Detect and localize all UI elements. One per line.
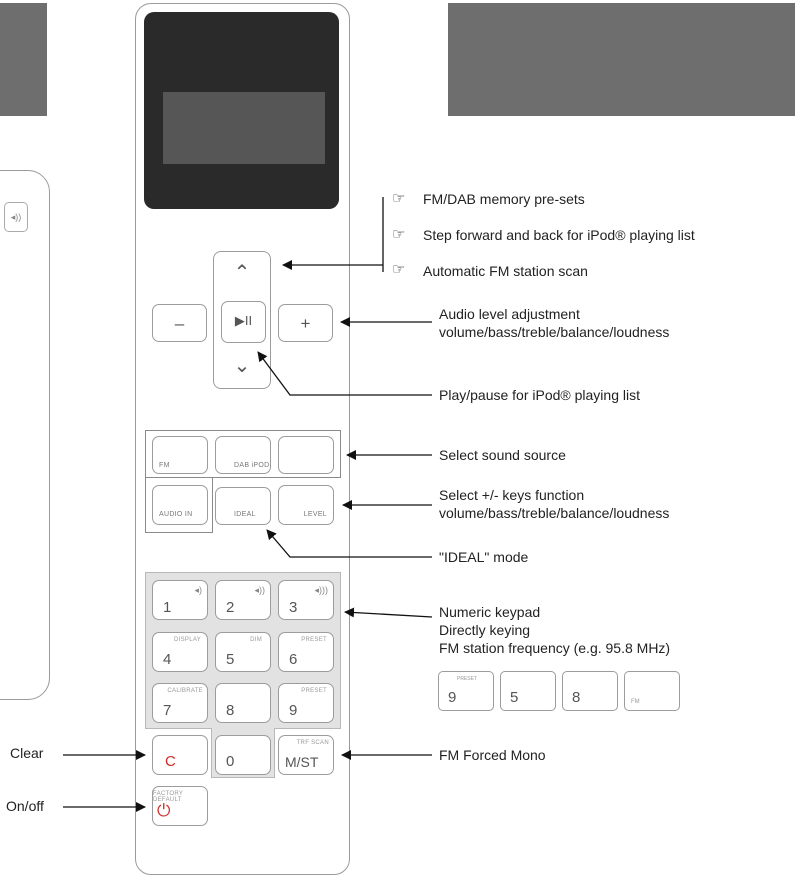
mono-stereo-button[interactable]: TRF SCAN M/ST bbox=[278, 735, 334, 775]
plus-icon: + bbox=[300, 314, 311, 333]
freq-key-5-digit: 5 bbox=[510, 689, 519, 706]
gray-block-right bbox=[448, 3, 795, 116]
chevron-up-icon: ⌃ bbox=[233, 262, 251, 284]
blank-source-button[interactable] bbox=[278, 436, 334, 474]
minus-button[interactable]: – bbox=[152, 304, 207, 342]
gray-block-left bbox=[0, 3, 47, 116]
key-3-digit: 3 bbox=[289, 599, 298, 616]
key-4-sub: DISPLAY bbox=[174, 637, 201, 643]
label-forced-mono: FM Forced Mono bbox=[439, 747, 546, 763]
audio-in-group bbox=[145, 477, 213, 533]
key-7-sub: CALIBRATE bbox=[167, 688, 203, 694]
key-6[interactable]: PRESET 6 bbox=[278, 632, 334, 672]
speaker-high-icon: ◂))) bbox=[314, 585, 328, 595]
label-on-off: On/off bbox=[6, 798, 44, 814]
key-9-sub: PRESET bbox=[301, 688, 327, 694]
key-9-digit: 9 bbox=[289, 702, 298, 719]
freq-example-key-9: PRESET 9 bbox=[438, 671, 494, 711]
power-icon: ⏻ bbox=[157, 801, 171, 820]
clear-key-label: C bbox=[165, 753, 176, 770]
hand-scan-icon: ☞ bbox=[392, 261, 406, 278]
label-select-keys-1: Select +/- keys function bbox=[439, 487, 585, 503]
down-button[interactable]: ⌄ bbox=[221, 355, 263, 385]
freq-key-8-digit: 8 bbox=[572, 689, 581, 706]
plus-button[interactable]: + bbox=[278, 304, 333, 342]
key-9[interactable]: PRESET 9 bbox=[278, 683, 334, 723]
key-0[interactable]: 0 bbox=[215, 735, 271, 775]
ideal-button[interactable]: IDEAL bbox=[215, 487, 271, 525]
key-2-digit: 2 bbox=[226, 599, 235, 616]
label-play-pause: Play/pause for iPod® playing list bbox=[439, 387, 640, 403]
freq-key-fm-label: FM bbox=[631, 699, 640, 705]
power-sub: FACTORY DEFAULT bbox=[153, 791, 184, 803]
hand-pointer-icon: ☞ bbox=[392, 190, 406, 207]
power-button[interactable]: FACTORY DEFAULT ⏻ bbox=[152, 786, 208, 826]
key-6-digit: 6 bbox=[289, 651, 298, 668]
label-select-keys-2: volume/bass/treble/balance/loudness bbox=[439, 505, 670, 521]
label-ideal-mode: "IDEAL" mode bbox=[439, 549, 529, 565]
remote-display-window bbox=[163, 92, 325, 164]
label-numeric-3: FM station frequency (e.g. 95.8 MHz) bbox=[439, 640, 671, 656]
side-device-speaker-icon: ◂)) bbox=[4, 202, 28, 232]
key-7[interactable]: CALIBRATE 7 bbox=[152, 683, 208, 723]
source-keys-group bbox=[145, 430, 341, 478]
key-5-digit: 5 bbox=[226, 651, 235, 668]
play-pause-button[interactable]: ▶II bbox=[221, 301, 266, 343]
key-5[interactable]: DIM 5 bbox=[215, 632, 271, 672]
nav-cluster-outline bbox=[213, 251, 271, 389]
mono-stereo-sub: TRF SCAN bbox=[296, 740, 329, 746]
key-0-digit: 0 bbox=[226, 753, 235, 770]
freq-example-key-5: 5 bbox=[500, 671, 556, 711]
dab-ipod-button[interactable]: DAB iPOD bbox=[215, 436, 271, 474]
freq-key-9-sub: PRESET bbox=[456, 676, 477, 682]
label-fm-dab-presets: FM/DAB memory pre-sets bbox=[423, 191, 585, 207]
up-button[interactable]: ⌃ bbox=[221, 255, 263, 285]
key-4[interactable]: DISPLAY 4 bbox=[152, 632, 208, 672]
dab-ipod-label: DAB iPOD bbox=[234, 462, 270, 469]
key-6-sub: PRESET bbox=[301, 637, 327, 643]
chevron-down-icon: ⌄ bbox=[233, 355, 251, 377]
label-audio-level-1: Audio level adjustment bbox=[439, 306, 580, 322]
label-numeric-2: Directly keying bbox=[439, 622, 531, 638]
key-1[interactable]: ◂) 1 bbox=[152, 580, 208, 620]
play-pause-arrow bbox=[257, 351, 432, 396]
speaker-mid-icon: ◂)) bbox=[254, 585, 265, 595]
key-8-digit: 8 bbox=[226, 702, 235, 719]
audio-in-button[interactable]: AUDIO IN bbox=[152, 485, 208, 525]
mono-stereo-label: M/ST bbox=[285, 754, 319, 770]
ideal-label: IDEAL bbox=[234, 511, 256, 518]
label-numeric-1: Numeric keypad bbox=[439, 604, 541, 620]
play-pause-icon: ▶II bbox=[234, 313, 253, 328]
level-button[interactable]: LEVEL bbox=[278, 485, 334, 525]
ideal-arrow bbox=[266, 529, 432, 558]
label-auto-scan: Automatic FM station scan bbox=[423, 263, 588, 279]
audio-in-label: AUDIO IN bbox=[159, 511, 193, 518]
level-label: LEVEL bbox=[303, 511, 327, 518]
freq-example-key-8: 8 bbox=[562, 671, 618, 711]
key-8[interactable]: 8 bbox=[215, 683, 271, 723]
key-2[interactable]: ◂)) 2 bbox=[215, 580, 271, 620]
key-5-sub: DIM bbox=[250, 637, 262, 643]
speaker-low-icon: ◂) bbox=[194, 585, 202, 595]
label-clear: Clear bbox=[10, 745, 44, 761]
hand-pointer-icon: ☞ bbox=[392, 226, 406, 243]
key-1-digit: 1 bbox=[163, 599, 172, 616]
label-select-source: Select sound source bbox=[439, 447, 566, 463]
clear-button[interactable]: C bbox=[152, 735, 208, 775]
key-4-digit: 4 bbox=[163, 651, 172, 668]
fm-label: FM bbox=[159, 462, 170, 469]
key-7-digit: 7 bbox=[163, 702, 172, 719]
label-audio-level-2: volume/bass/treble/balance/loudness bbox=[439, 324, 670, 340]
label-step-ipod: Step forward and back for iPod® playing … bbox=[423, 227, 695, 243]
fm-button[interactable]: FM bbox=[152, 436, 208, 474]
freq-key-9-digit: 9 bbox=[448, 689, 457, 706]
key-3[interactable]: ◂))) 3 bbox=[278, 580, 334, 620]
side-device-outline bbox=[0, 170, 50, 700]
freq-example-key-fm: FM bbox=[624, 671, 680, 711]
minus-icon: – bbox=[174, 314, 185, 333]
numeric-arrow bbox=[344, 607, 433, 618]
